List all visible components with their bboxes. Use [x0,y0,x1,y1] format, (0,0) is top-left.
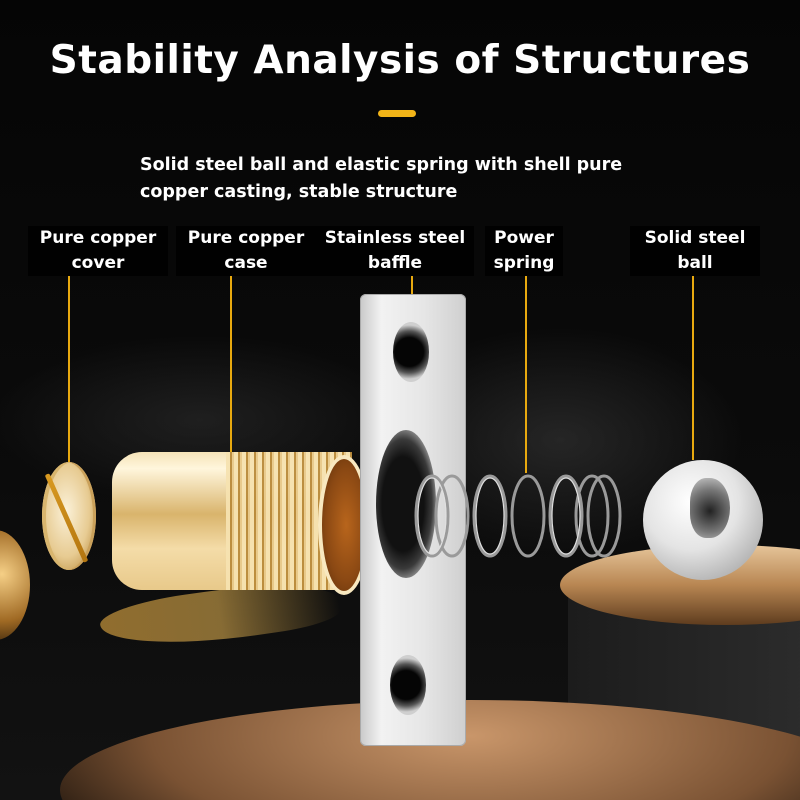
label-line-1: Pure copper [187,228,305,248]
label-line-1: Pure copper [39,228,157,248]
power-spring-part [414,474,622,558]
label-copper-cover: Pure copper cover [28,226,168,276]
label-line-2: baffle [367,253,423,273]
label-line-2: cover [71,253,125,273]
label-copper-case: Pure copper case [176,226,316,276]
screw-hole-top [393,322,429,382]
page-title: Stability Analysis of Structures [49,38,751,83]
leader-line-baffle [411,276,413,296]
label-line-1: Solid steel [644,228,746,248]
subtitle-line-1: Solid steel ball and elastic spring with… [140,155,623,175]
gold-sphere-decor [0,530,30,640]
subtitle-line-2: copper casting, stable structure [140,182,458,202]
label-steel-baffle: Stainless steel baffle [316,226,474,276]
leader-line-cover [68,276,70,462]
label-line-1: Stainless steel [324,228,466,248]
ball-reflection [690,478,730,538]
leader-line-spring [525,276,527,473]
label-power-spring: Power spring [485,226,563,276]
label-line-1: Power [494,228,554,248]
leader-line-ball [692,276,694,460]
subtitle: Solid steel ball and elastic spring with… [140,152,680,206]
label-steel-ball: Solid steel ball [630,226,760,276]
screw-hole-bottom [390,655,426,715]
label-line-2: case [224,253,268,273]
label-line-2: ball [677,253,713,273]
title-accent-bar [378,110,416,117]
label-line-2: spring [493,253,555,273]
leader-line-case [230,276,232,452]
